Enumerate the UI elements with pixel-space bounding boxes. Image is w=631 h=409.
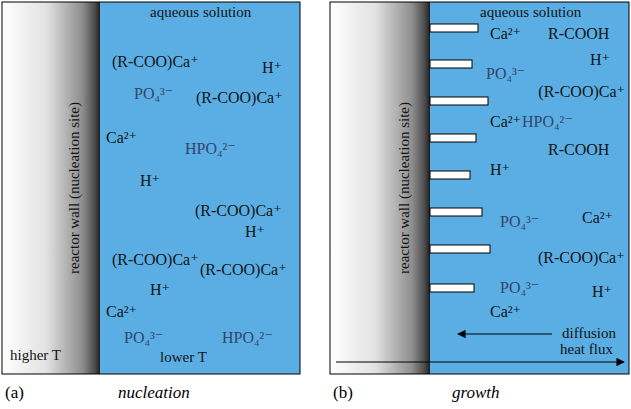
ion-label: HPO₄²⁻ [185, 141, 236, 157]
ion-label: (R-COO)Ca⁺ [200, 262, 287, 278]
ion-label: Ca²⁺ [490, 26, 521, 42]
ion-label: R-COOH [548, 142, 609, 158]
panel-letter: (b) [333, 384, 353, 401]
ion-label: PO₄³⁻ [500, 280, 539, 296]
ion-label: H⁺ [150, 282, 170, 298]
ion-label: H⁺ [245, 224, 265, 240]
region-note: aqueous solution [480, 5, 581, 20]
solution-region: aqueous solutionCa²⁺ R-COOH H⁺ PO₄³⁻ (R-COO)… [430, 2, 629, 374]
ion-label: R-COOH [548, 26, 609, 42]
reactor-wall: reactor wall (nucleation site) [330, 2, 430, 374]
ion-label: PO₄³⁻ [124, 330, 163, 346]
panel-frame [2, 2, 300, 374]
crystal [430, 97, 488, 105]
ion-label: HPO₄²⁻ [522, 114, 573, 130]
ion-label: H⁺ [262, 60, 282, 76]
ion-label: (R-COO)Ca⁺ [195, 203, 282, 219]
ion-label: (R-COO)Ca⁺ [112, 54, 199, 70]
solution-region: aqueous solution (R-COO)Ca⁺ H⁺ PO₄³⁻ (R-COO)… [100, 2, 300, 374]
ion-label: PO₄³⁻ [486, 66, 525, 82]
solution-region [430, 2, 629, 374]
ion-label: (R-COO)Ca⁺ [538, 84, 625, 100]
region-note: higher T [10, 348, 61, 363]
crystal-group [430, 24, 490, 292]
panel-caption: growth [452, 384, 500, 401]
heat-flux-arrow [336, 361, 624, 362]
reactor-wall [2, 2, 100, 374]
region-note: diffusion [562, 326, 616, 341]
ion-label: (R-COO)Ca⁺ [538, 250, 625, 266]
diffusion-arrow [458, 333, 552, 334]
ion-label: H⁺ [140, 173, 160, 189]
wall-label: reactor wall (nucleation site) [67, 102, 82, 274]
crystal [430, 245, 490, 253]
ion-label: (R-COO)Ca⁺ [196, 90, 283, 106]
solution-region [100, 2, 300, 374]
ion-label: Ca²⁺ [106, 304, 137, 320]
region-note: lower T [160, 350, 207, 365]
ion-label: PO₄³⁻ [500, 214, 539, 230]
crystal [430, 171, 470, 179]
ion-label: Ca²⁺ [582, 210, 613, 226]
ion-label: Ca²⁺ [106, 130, 137, 146]
region-note: heat flux [560, 342, 613, 357]
crystal [430, 60, 472, 68]
ion-label: H⁺ [592, 284, 612, 300]
crystal [430, 208, 482, 216]
crystal [430, 284, 474, 292]
ion-label: (R-COO)Ca⁺ [112, 252, 199, 268]
panel-letter: (a) [5, 384, 24, 401]
wall-label: reactor wall (nucleation site) [397, 102, 412, 274]
panel-caption: nucleation [118, 384, 190, 401]
reactor-wall: reactor wall (nucleation site) higher T [2, 2, 100, 374]
ion-label: Ca²⁺ [490, 304, 521, 320]
ion-label: H⁺ [490, 162, 510, 178]
ion-label: PO₄³⁻ [134, 86, 173, 102]
reactor-wall [330, 2, 430, 374]
ion-label: HPO₄²⁻ [222, 330, 273, 346]
region-note: aqueous solution [150, 5, 251, 20]
crystal [430, 24, 478, 32]
ion-label: H⁺ [590, 52, 610, 68]
ion-label: Ca²⁺ [490, 114, 521, 130]
panel-frame [330, 2, 629, 374]
crystal [430, 134, 476, 142]
